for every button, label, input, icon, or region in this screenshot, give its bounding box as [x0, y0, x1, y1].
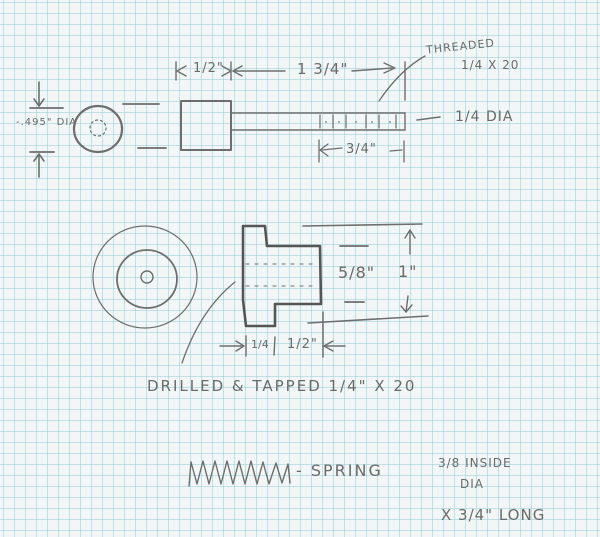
knob-inner-diameter-label: 5/8": [338, 263, 376, 282]
pin-thread-note-line2: 1/4 X 20: [461, 58, 520, 72]
knob-hub-length-label: 1/2": [287, 337, 318, 352]
pin-shaft-diameter-label: 1/4 DIA: [455, 109, 514, 125]
pin-head-length-label: 1/2": [193, 61, 224, 76]
pin-thread-length-label: 3/4": [346, 142, 377, 157]
spring-spec-dia: DIA: [460, 477, 484, 491]
pin-side-view: [122, 55, 441, 163]
pin-end-view: [29, 81, 124, 178]
pin-end-diameter-label: -.495" DIA: [16, 117, 78, 128]
spring-spec-length: X 3/4" LONG: [441, 506, 546, 524]
spring-label: - SPRING: [296, 461, 383, 480]
knob-outer-diameter-label: 1": [398, 262, 418, 281]
knob-end-view: [92, 225, 198, 329]
knob-flange-width-label: 1/4: [251, 338, 269, 351]
knob-drill-tap-note: DRILLED & TAPPED 1/4" X 20: [147, 377, 417, 395]
spring-sketch: [188, 460, 291, 487]
spring-spec-inside: 3/8 INSIDE: [438, 456, 512, 470]
pin-shaft-length-label: 1 3/4": [297, 60, 349, 78]
knob-side-view: [181, 223, 429, 364]
